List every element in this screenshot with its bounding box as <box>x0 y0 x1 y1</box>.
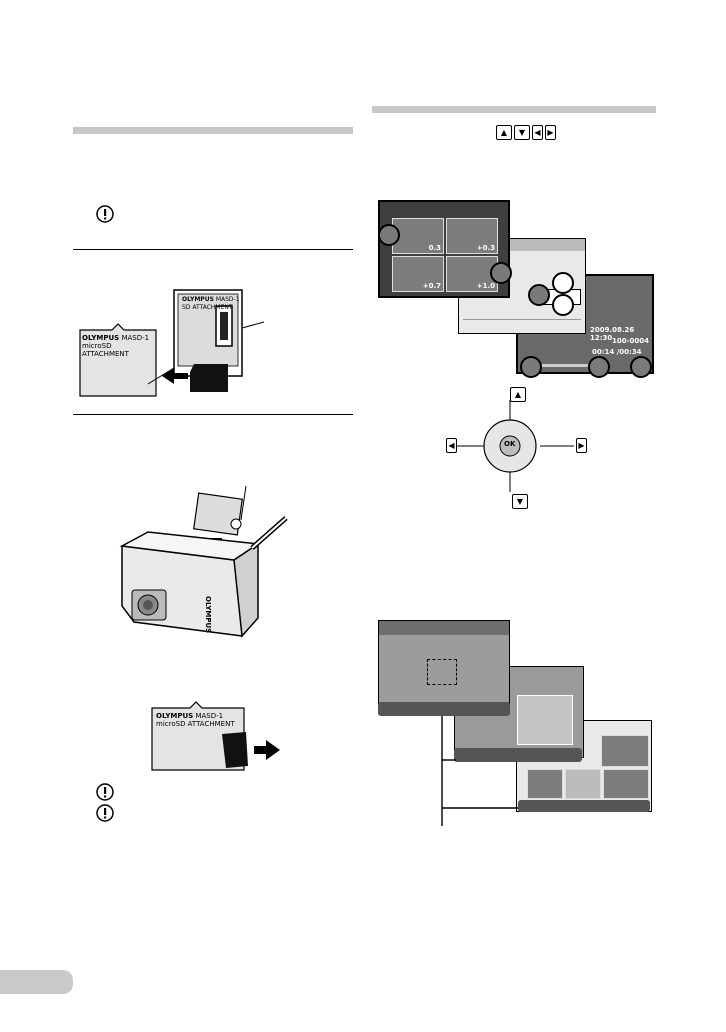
removal-model: MASD-1 <box>195 712 224 720</box>
playback-progress-bar <box>540 364 594 367</box>
zoom-model: MASD-1 <box>215 296 240 303</box>
screen-stack-1: 2009.08.26 12:30 100-0004 00:14 /00:34 0… <box>378 200 654 378</box>
thumbnail-1: 0.3 <box>392 218 444 254</box>
arrow-button-symbols: ▲▼◀▶ <box>496 124 558 142</box>
zoom-label: OLYMPUS MASD-1 SD ATTACHMENT <box>182 296 242 312</box>
down-button-symbol: ▼ <box>514 125 530 141</box>
section-rule-top-left <box>73 127 353 134</box>
right-button-symbol: ▶ <box>545 125 556 141</box>
attachment-brand: OLYMPUS <box>82 334 120 342</box>
playback-file-number: 100-0004 <box>612 337 649 345</box>
section-rule-top-right <box>372 106 656 113</box>
index-thumb-3 <box>565 769 601 799</box>
up-button-symbol: ▲ <box>496 125 512 141</box>
playback-left-arrow-button[interactable] <box>520 356 542 378</box>
playback-datetime: 2009.08.26 12:30 <box>590 326 635 342</box>
thumbnail-left-arrow-button[interactable] <box>378 224 400 246</box>
caution-note-icon-2 <box>96 783 114 801</box>
photo-flower-image <box>517 695 573 745</box>
top-menu-header <box>379 621 509 635</box>
control-dial-diagram <box>456 400 574 492</box>
caution-note-icon-3 <box>96 804 114 822</box>
top-menu-screen <box>378 620 510 714</box>
index-thumb-2 <box>527 769 563 799</box>
playback-counter: 00:14 /00:34 <box>592 348 642 356</box>
camera-card-insert-illustration <box>119 485 288 638</box>
thumbnail-1-value: 0.3 <box>428 244 441 252</box>
attachment-label: OLYMPUS MASD-1 microSD ATTACHMENT <box>82 334 152 358</box>
top-menu-selected-item <box>427 659 457 685</box>
dial-right-label: ▶ <box>576 438 587 453</box>
attachment-name: microSD ATTACHMENT <box>82 342 129 358</box>
setting-left-arrow-button[interactable] <box>528 284 550 306</box>
removal-attachment: microSD ATTACHMENT <box>156 720 235 728</box>
camera-brand: OLYMPUS <box>204 596 212 634</box>
zoom-attachment: SD ATTACHMENT <box>182 304 233 311</box>
thumbnail-right-arrow-button[interactable] <box>490 262 512 284</box>
card-removal-illustration <box>151 701 280 771</box>
setting-down-arrow-button[interactable] <box>552 294 574 316</box>
playback-right-arrow-button[interactable] <box>588 356 610 378</box>
thumbnail-2-value: +0.3 <box>476 244 495 252</box>
thumbnail-3: +0.7 <box>392 256 444 292</box>
microsd-attachment-illustration <box>79 289 265 397</box>
index-thumb-1 <box>601 735 649 767</box>
setting-screen-footer <box>463 319 581 330</box>
top-menu-bottom-bar <box>378 702 510 716</box>
left-button-symbol: ◀ <box>532 125 543 141</box>
index-bottom-bar <box>518 800 650 812</box>
removal-brand: OLYMPUS <box>156 712 194 720</box>
thumbnail-3-value: +0.7 <box>422 282 441 290</box>
thumbnail-screen: 0.3 +0.3 +0.7 +1.0 <box>378 200 510 298</box>
zoom-brand: OLYMPUS <box>182 296 214 303</box>
section-divider-2 <box>73 414 353 415</box>
dial-up-label: ▲ <box>510 387 526 402</box>
removal-label: OLYMPUS MASD-1 microSD ATTACHMENT <box>156 712 236 728</box>
dial-down-label: ▼ <box>512 494 528 509</box>
dial-ok-label: OK <box>504 440 516 448</box>
thumbnail-2: +0.3 <box>446 218 498 254</box>
attachment-model: MASD-1 <box>121 334 150 342</box>
page-number-tab <box>0 970 73 994</box>
section-divider-1 <box>73 249 353 250</box>
photo-bottom-bar <box>454 748 582 762</box>
index-thumb-4 <box>603 769 649 799</box>
playback-stop-button[interactable] <box>630 356 652 378</box>
setting-up-arrow-button[interactable] <box>552 272 574 294</box>
thumbnail-4-value: +1.0 <box>476 282 495 290</box>
caution-note-icon <box>96 205 114 223</box>
screen-stack-2 <box>376 620 656 826</box>
screen-connector-lines <box>441 716 518 826</box>
